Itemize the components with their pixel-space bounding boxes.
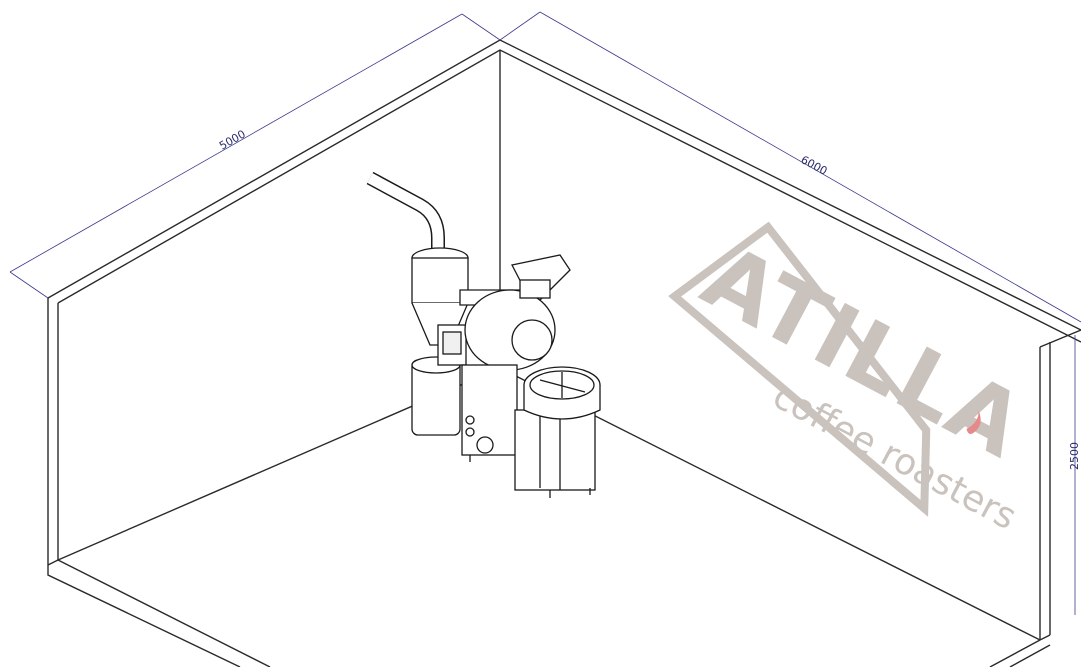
floor-front-inner (57, 559, 271, 667)
logo-triangle (668, 221, 931, 517)
dim-line-left (9, 13, 463, 273)
left-wall-top-inner (57, 49, 1081, 343)
floor-front-right (989, 639, 1041, 667)
left-wall-base (47, 559, 59, 566)
atilla-logo: ATILLA coffee roasters (668, 221, 1041, 538)
dimension-lines (9, 11, 1081, 615)
drum-front (511, 319, 553, 361)
dim-ext-left-a (9, 271, 49, 299)
floor-front-right-inner (1009, 644, 1051, 667)
panel-knob (476, 436, 494, 454)
dim-line-right (539, 11, 1081, 323)
floor-front-left (47, 565, 241, 667)
dim-ext-right-a (499, 11, 541, 41)
dim-label-height: 2500 (1068, 442, 1081, 470)
right-wall-base (1039, 634, 1051, 641)
cabinet-right (514, 409, 596, 491)
dim-label-left: 5000 (217, 128, 248, 153)
dim-label-right: 6000 (799, 153, 830, 178)
right-wall-top-cap (1039, 329, 1081, 348)
coffee-roaster-machine (366, 171, 601, 498)
control-screen (442, 331, 462, 355)
dim-ext-left-b (461, 13, 501, 41)
flame-icon (966, 410, 981, 434)
left-wall-top-outer (47, 39, 1081, 331)
